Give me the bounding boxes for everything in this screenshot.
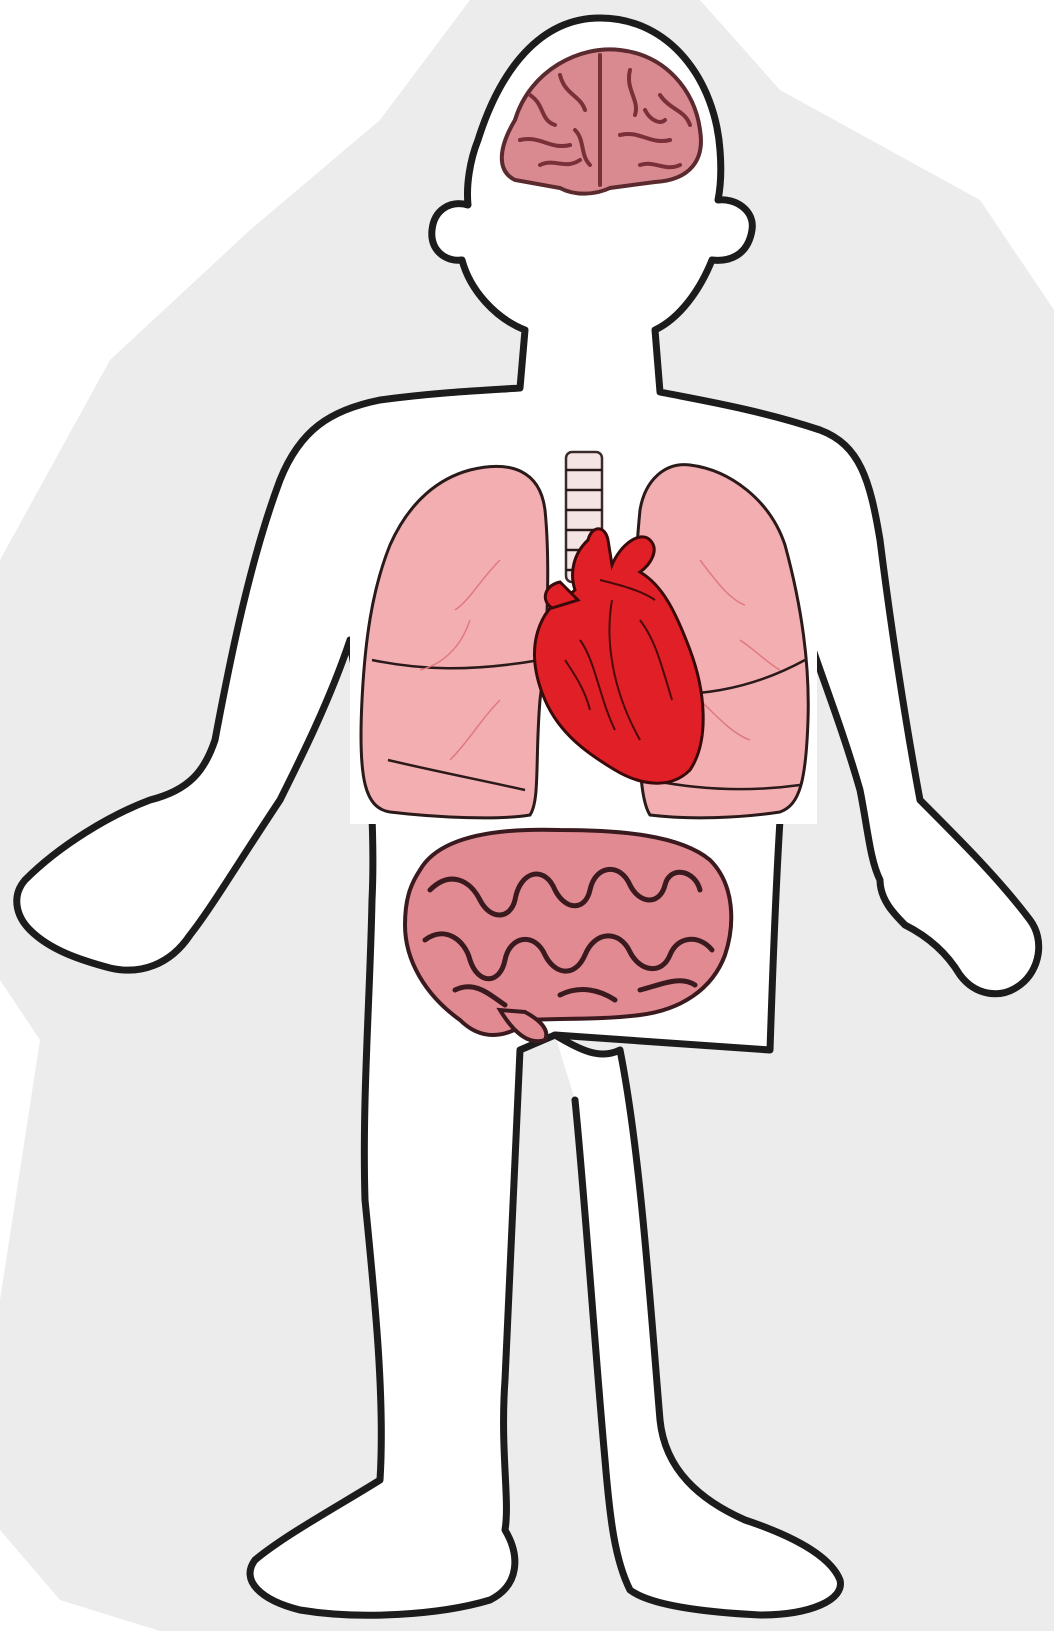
chest-organs	[350, 449, 817, 824]
